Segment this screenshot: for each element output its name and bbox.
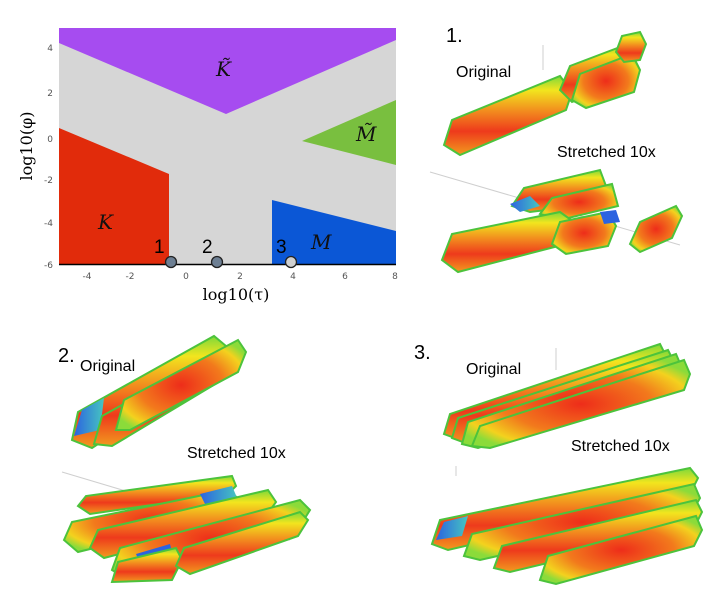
marker-3: [284, 255, 298, 269]
panel-1-original-label: Original: [456, 64, 511, 81]
stretched-slab: [628, 204, 684, 254]
stretched-slab: [110, 546, 184, 584]
marker-1: [164, 255, 178, 269]
stretched-slab: [76, 474, 238, 516]
panel-1: 1. Original Stretched 10x: [429, 25, 684, 274]
x-tick: -2: [126, 272, 135, 282]
region-m-tilde: [302, 100, 396, 165]
panel-2-number: 2.: [58, 345, 75, 367]
marker-label-3: 3: [276, 237, 287, 258]
blue-region: [74, 398, 104, 436]
original-slab: [470, 358, 692, 450]
panel-2-original-label: Original: [80, 358, 135, 375]
panel-1-number: 1.: [446, 25, 463, 47]
marker-label-2: 2: [202, 237, 213, 258]
region-label-k-tilde: K̃: [215, 57, 232, 81]
stretched-slab: [538, 514, 704, 586]
marker-label-1: 1: [154, 237, 165, 258]
region-m: [272, 200, 396, 265]
marker-2: [210, 255, 224, 269]
x-tick: 2: [237, 272, 243, 282]
y-tick: 2: [47, 89, 53, 99]
panel-2: 2. Original Stretched 10x: [58, 334, 312, 584]
x-tick: 0: [183, 272, 189, 282]
x-ticks: -4 -2 0 2 4 6 8: [83, 272, 399, 282]
y-ticks: 4 2 0 -2 -4 -6: [44, 44, 53, 271]
region-k-tilde: [59, 28, 396, 114]
x-tick: 8: [392, 272, 398, 282]
blue-region: [510, 196, 540, 212]
region-label-k: K: [97, 210, 114, 234]
y-tick: -2: [44, 176, 53, 186]
y-tick: 0: [47, 135, 53, 145]
blue-region: [600, 210, 620, 224]
panel-3-stretched-label: Stretched 10x: [571, 438, 670, 455]
original-slab: [114, 338, 248, 431]
region-label-m: M: [310, 230, 332, 254]
y-axis-label: log10(φ): [17, 111, 36, 180]
stretched-slab: [550, 210, 618, 256]
panel-2-stretched-label: Stretched 10x: [187, 445, 286, 462]
phase-diagram: K̃ M̃ K M 1 2 3 -4 -2 0 2 4 6 8 4 2 0 -2…: [17, 28, 398, 304]
x-axis-label: log10(τ): [203, 285, 270, 304]
region-label-m-tilde: M̃: [355, 122, 377, 146]
y-tick: -6: [44, 261, 53, 271]
blue-region: [436, 516, 468, 540]
stretched-slab: [174, 510, 310, 576]
panel-3-number: 3.: [414, 342, 431, 364]
panel-1-stretched-label: Stretched 10x: [557, 144, 656, 161]
x-tick: 6: [342, 272, 348, 282]
x-tick: 4: [290, 272, 296, 282]
y-tick: 4: [47, 44, 53, 54]
y-tick: -4: [44, 219, 53, 229]
stretched-slab: [88, 488, 278, 560]
stretched-slab: [492, 498, 704, 574]
x-tick: -4: [83, 272, 92, 282]
region-k: [59, 128, 169, 265]
original-slab: [614, 30, 648, 64]
panel-3: 3. Original Stretched 10x: [414, 342, 704, 586]
panel-3-original-label: Original: [466, 361, 521, 378]
original-slab: [570, 52, 642, 110]
original-slab: [442, 74, 574, 157]
